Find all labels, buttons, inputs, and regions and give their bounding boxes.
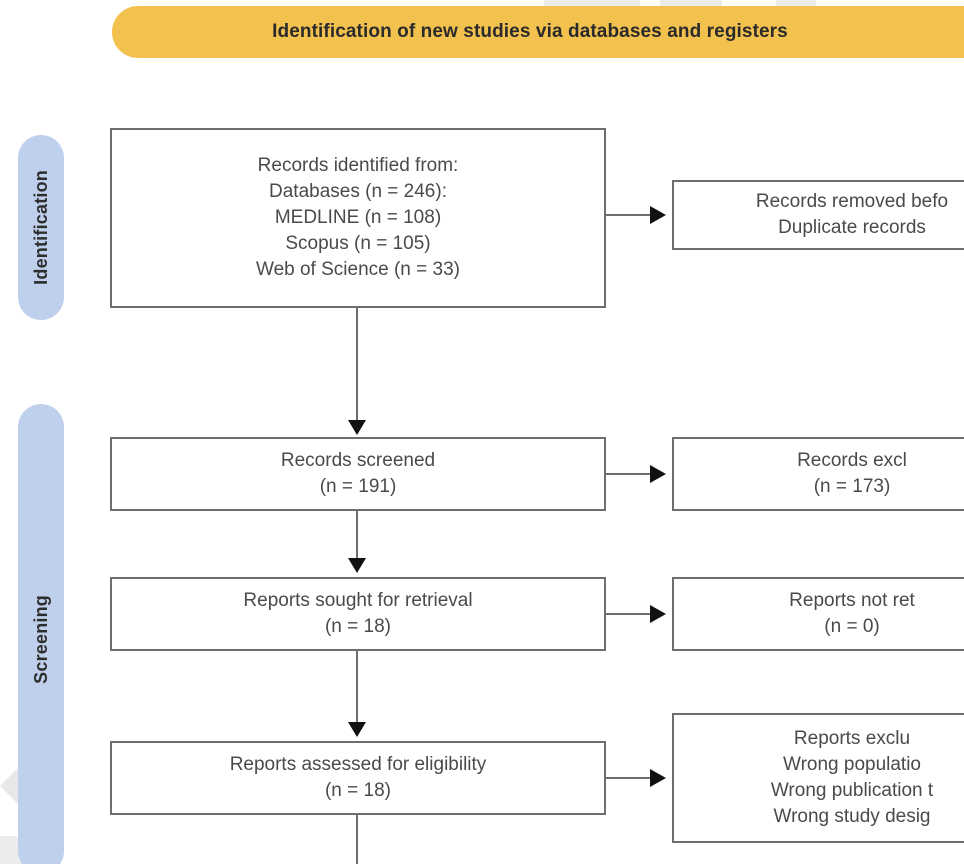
box-line: Reports assessed for eligibility (229, 754, 487, 775)
box-line: Records screened (280, 450, 436, 471)
box-line: Records identified from: (257, 155, 459, 176)
scan-artifact-triangle-upper (0, 764, 22, 808)
box-line: Wrong publication t (770, 780, 934, 801)
connector-sought-to-assessed (356, 651, 358, 725)
box-reports-excluded: Reports exclu Wrong populatio Wrong publ… (672, 713, 964, 843)
scan-artifact-top-mid (660, 0, 722, 10)
stage-label-identification: Identification (18, 135, 64, 320)
box-line: Scopus (n = 105) (285, 233, 431, 254)
box-line: Records excl (797, 450, 907, 471)
box-line: (n = 18) (324, 780, 391, 801)
box-records-removed: Records removed befo Duplicate records (672, 180, 964, 250)
box-line: Wrong populatio (782, 754, 922, 775)
scan-artifact-top-right (776, 0, 816, 6)
box-records-identified: Records identified from: Databases (n = … (110, 128, 606, 308)
box-line: Duplicate records (778, 217, 926, 238)
box-line: Reports exclu (793, 728, 911, 749)
box-reports-not-retrieved: Reports not ret (n = 0) (672, 577, 964, 651)
connector-assessed-to-included (356, 815, 358, 864)
diagram-header-title: Identification of new studies via databa… (272, 21, 788, 42)
connector-assessed-to-reports-excluded (606, 777, 652, 779)
connector-sought-to-not-retrieved (606, 613, 652, 615)
connector-screened-to-excluded (606, 473, 652, 475)
box-line: Web of Science (n = 33) (255, 259, 460, 280)
box-line: Reports not ret (789, 590, 915, 611)
stage-label-screening: Screening (18, 404, 64, 864)
stage-label-identification-text: Identification (30, 170, 51, 285)
arrow-assessed-to-reports-excluded (650, 769, 666, 787)
arrow-sought-to-assessed (348, 722, 366, 737)
box-reports-assessed: Reports assessed for eligibility (n = 18… (110, 741, 606, 815)
connector-identified-to-removed (606, 214, 652, 216)
box-line: Records removed befo (755, 191, 949, 212)
box-line: (n = 18) (324, 616, 391, 637)
box-reports-sought: Reports sought for retrieval (n = 18) (110, 577, 606, 651)
connector-identified-to-screened (356, 308, 358, 422)
box-line: (n = 173) (813, 476, 891, 497)
arrow-screened-to-sought (348, 558, 366, 573)
box-line: (n = 0) (824, 616, 880, 637)
stage-label-screening-text: Screening (30, 594, 51, 684)
arrow-identified-to-screened (348, 420, 366, 435)
connector-screened-to-sought (356, 511, 358, 561)
box-records-screened: Records screened (n = 191) (110, 437, 606, 511)
box-line: Wrong study desig (773, 806, 931, 827)
box-line: (n = 191) (319, 476, 397, 497)
box-line: MEDLINE (n = 108) (274, 207, 442, 228)
arrow-identified-to-removed (650, 206, 666, 224)
diagram-header-banner: Identification of new studies via databa… (112, 6, 964, 58)
arrow-screened-to-excluded (650, 465, 666, 483)
box-line: Databases (n = 246): (269, 181, 447, 202)
box-records-excluded: Records excl (n = 173) (672, 437, 964, 511)
scan-artifact-top-left (544, 0, 640, 7)
arrow-sought-to-not-retrieved (650, 605, 666, 623)
box-line: Reports sought for retrieval (243, 590, 473, 611)
